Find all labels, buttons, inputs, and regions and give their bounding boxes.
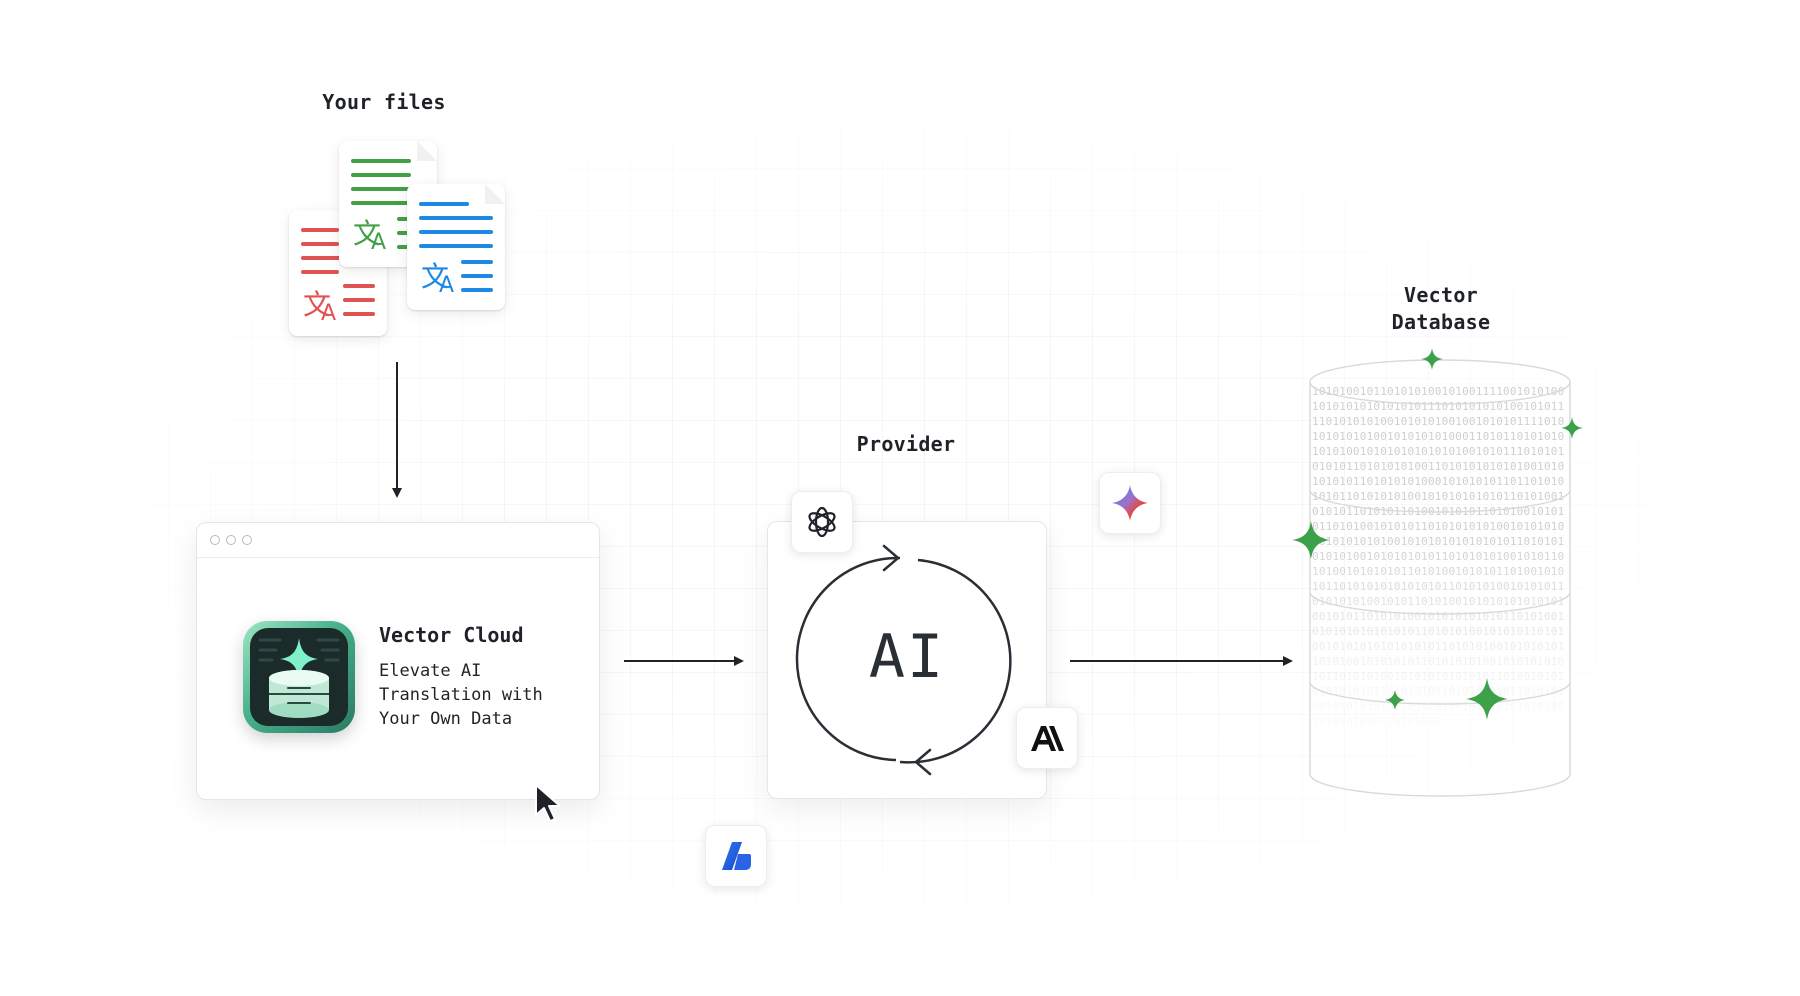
openai-logo-icon xyxy=(808,506,836,538)
database-label: Vector Database xyxy=(1392,282,1491,336)
file-doc-red: 文 A xyxy=(289,210,387,336)
database-label-line2: Database xyxy=(1391,310,1491,334)
refresh-cycle-icon xyxy=(795,544,1012,776)
database-label-line1: Vector xyxy=(1403,283,1479,307)
window-title-bar xyxy=(197,523,599,558)
mouse-cursor-icon xyxy=(535,784,561,822)
azure-logo-icon xyxy=(722,842,751,870)
window-control-dot[interactable] xyxy=(242,535,252,545)
openai-logo-tile[interactable] xyxy=(791,491,853,553)
file-doc-blue: 文 A xyxy=(407,184,505,310)
database-sparkle-icon xyxy=(258,638,340,718)
window-control-dot[interactable] xyxy=(226,535,236,545)
app-subtitle: Elevate AI Translation with Your Own Dat… xyxy=(379,661,543,729)
anthropic-logo-tile[interactable] xyxy=(1016,707,1078,769)
svg-text:A: A xyxy=(439,273,454,298)
gemini-logo-icon xyxy=(1112,485,1148,521)
vector-cloud-app-icon xyxy=(243,621,355,733)
ai-center-text: AI xyxy=(868,622,946,692)
svg-text:文: 文 xyxy=(303,288,331,321)
azure-logo-tile[interactable] xyxy=(705,825,767,887)
svg-text:文: 文 xyxy=(353,217,381,250)
translate-icon: 文 A xyxy=(301,228,375,326)
svg-text:A: A xyxy=(371,230,386,255)
anthropic-logo-icon xyxy=(1031,726,1064,751)
vector-database-cylinder: 1010100101101010100101001111001010100101… xyxy=(1308,356,1572,800)
window-control-dot[interactable] xyxy=(210,535,220,545)
translate-icon: 文 A xyxy=(419,184,505,298)
provider-label: Provider xyxy=(856,432,956,456)
app-title: Vector Cloud xyxy=(379,623,524,647)
svg-text:文: 文 xyxy=(421,260,449,293)
files-label: Your files xyxy=(322,90,446,114)
gemini-logo-tile[interactable] xyxy=(1099,472,1161,534)
provider-box: AI xyxy=(767,521,1047,799)
app-window[interactable]: Vector Cloud Elevate AI Translation with… xyxy=(196,522,600,800)
database-binary-text: 1010100101101010100101001111001010100101… xyxy=(1312,385,1565,728)
database-outline xyxy=(1309,359,1571,797)
svg-text:A: A xyxy=(321,301,336,326)
